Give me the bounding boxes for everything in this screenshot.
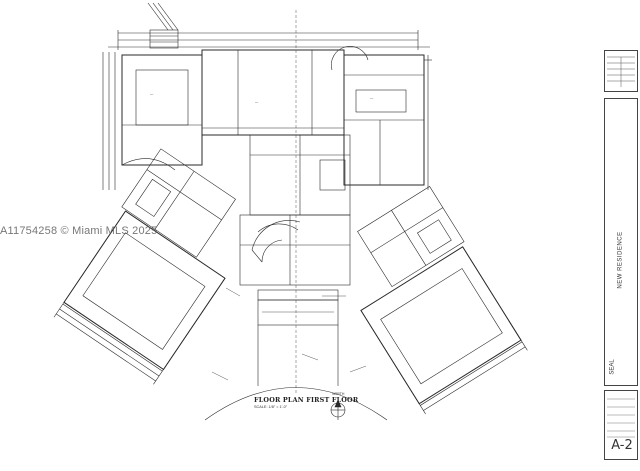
right-garage-wing <box>360 246 528 415</box>
sheet-info-box <box>604 390 638 460</box>
north-arrow <box>330 399 346 420</box>
project-name: NEW RESIDENCE <box>618 231 625 289</box>
sheet-info-grid <box>607 398 635 438</box>
title-block <box>604 50 638 460</box>
revision-grid <box>607 56 635 87</box>
right-wing <box>331 46 432 190</box>
family-room <box>121 54 203 166</box>
left-dimension-lines <box>102 52 116 190</box>
project-box <box>604 98 638 386</box>
family-room-arc <box>121 158 176 171</box>
plan-title: FLOOR PLAN FIRST FLOOR <box>254 396 359 404</box>
revision-box <box>604 50 638 92</box>
right-connector <box>357 186 465 288</box>
seal-label: SEAL <box>610 359 616 375</box>
left-connector <box>121 148 236 258</box>
mls-watermark: A11754258 © Miami MLS 2025 <box>0 225 158 237</box>
entry-drive <box>204 325 388 421</box>
exterior-stair <box>147 2 179 49</box>
room-label: — <box>255 100 259 104</box>
left-garage-wing <box>53 210 226 385</box>
leader-lines <box>211 287 367 381</box>
living-room <box>201 49 345 136</box>
central-hall <box>239 134 351 326</box>
sheet-number: A-2 <box>611 438 633 453</box>
room-label: — <box>370 96 374 100</box>
room-label: — <box>150 92 154 96</box>
top-dimension-lines <box>108 10 430 395</box>
north-label: NORTH <box>332 392 345 396</box>
plan-scale: SCALE: 1/8" = 1'-0" <box>254 405 288 409</box>
